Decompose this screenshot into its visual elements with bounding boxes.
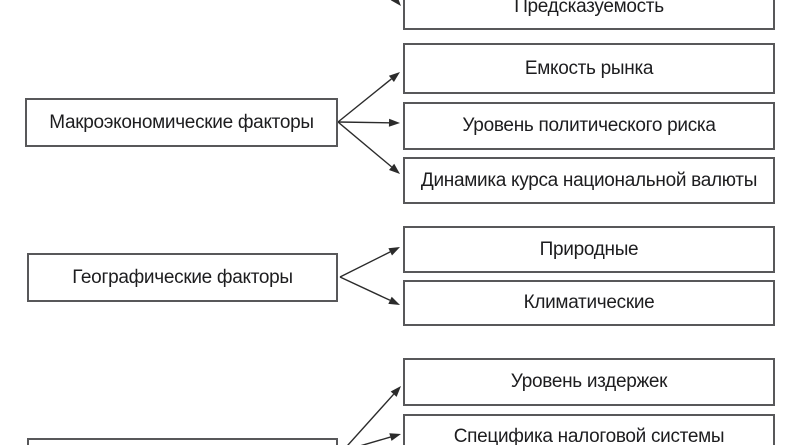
node-cost-level: Уровень издержек <box>403 358 775 406</box>
node-national-currency-dynamics: Динамика курса национальной валюты <box>403 157 775 204</box>
node-tax-system-specifics: Специфика налоговой системы <box>403 414 775 445</box>
node-natural-factors: Природные <box>403 226 775 273</box>
node-macroeconomic-factors: Макроэкономические факторы <box>25 98 338 147</box>
node-bottom-parent-partial <box>27 438 338 445</box>
node-political-risk-level: Уровень политического риска <box>403 102 775 150</box>
node-market-capacity: Емкость рынка <box>403 43 775 94</box>
node-climatic-factors: Климатические <box>403 280 775 326</box>
node-predictability: Предсказуемость <box>403 0 775 30</box>
node-geographic-factors: Географические факторы <box>27 253 338 302</box>
